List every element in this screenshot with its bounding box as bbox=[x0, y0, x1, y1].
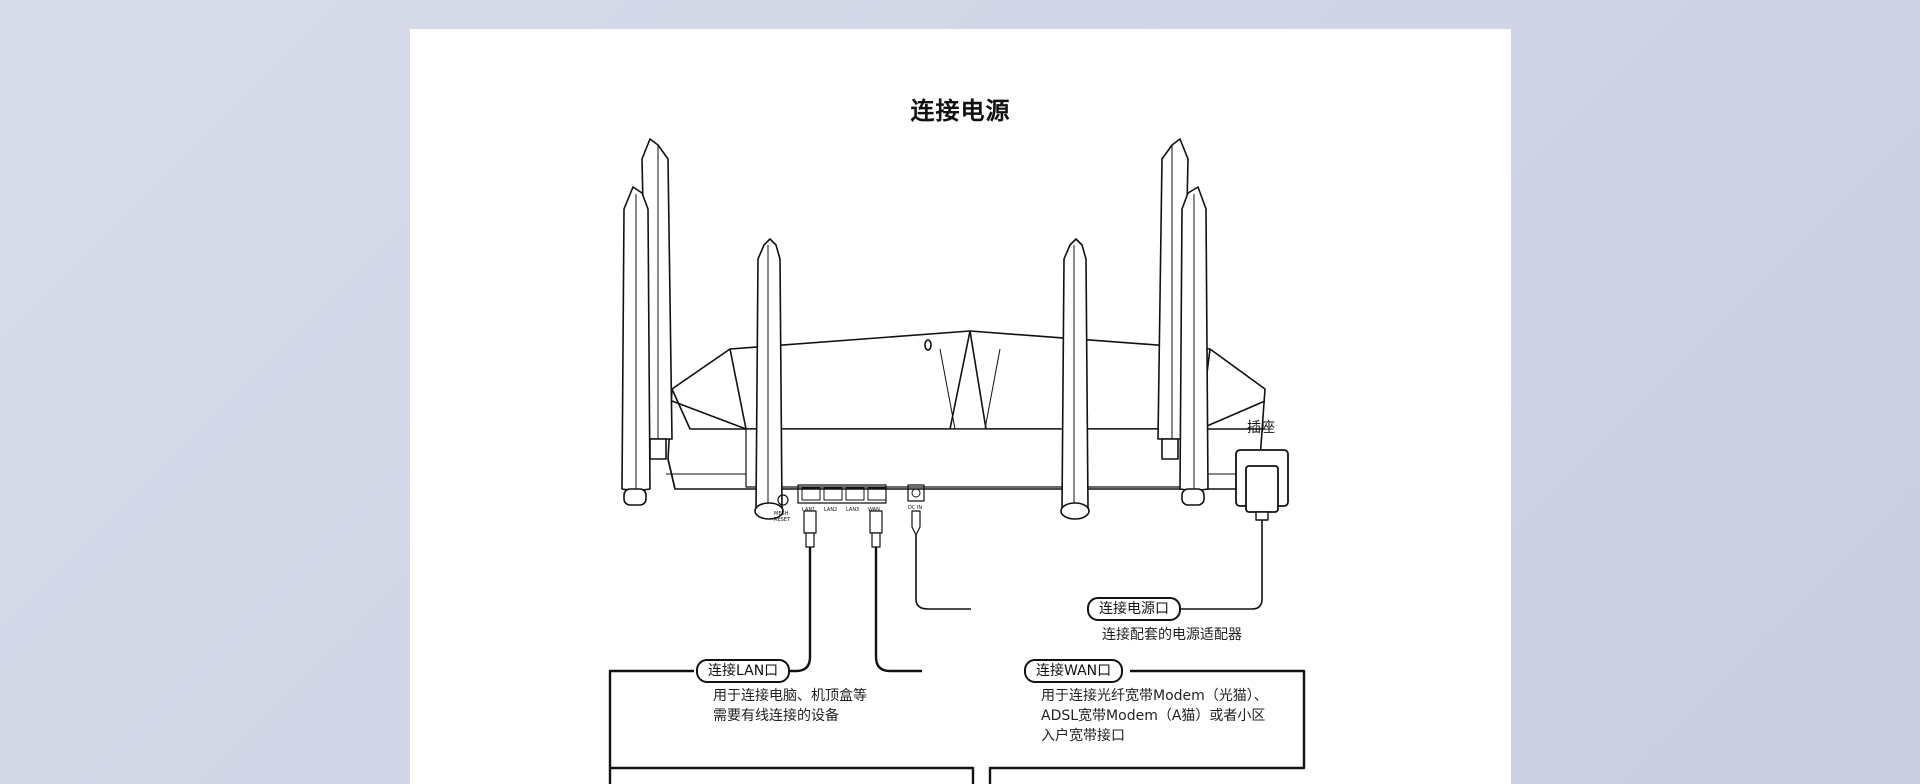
port-wan bbox=[867, 487, 887, 501]
port-label-lan3: LAN3 bbox=[846, 507, 859, 513]
router-connection-diagram: MESH RESET LAN1 LAN2 LAN3 WAN DC IN bbox=[608, 138, 1306, 784]
port-labels: MESH RESET LAN1 LAN2 LAN3 WAN DC IN bbox=[774, 505, 922, 523]
port-label-lan2: LAN2 bbox=[824, 507, 837, 513]
lan-cable bbox=[730, 510, 817, 673]
port-lan3 bbox=[845, 487, 865, 501]
lan-desc-line: 需要有线连接的设备 bbox=[713, 708, 839, 724]
wan-cable bbox=[869, 510, 922, 673]
power-port-label: 连接电源口 bbox=[1087, 597, 1181, 621]
lan-desc-line: 用于连接电脑、机顶盒等 bbox=[713, 688, 867, 704]
lan-port-label: 连接LAN口 bbox=[696, 659, 791, 683]
port-label-mesh: MESH bbox=[774, 511, 789, 517]
power-socket bbox=[1235, 449, 1289, 521]
wan-desc-line: 用于连接光纤宽带Modem（光猫）、 bbox=[1041, 688, 1268, 704]
wan-desc-line: ADSL宽带Modem（A猫）或者小区 bbox=[1041, 708, 1266, 724]
router-ports bbox=[777, 484, 925, 506]
wan-device-frame bbox=[988, 669, 1306, 784]
diagram-title: 连接电源 bbox=[910, 97, 1011, 125]
wan-desc-line: 入户宽带接口 bbox=[1041, 728, 1125, 744]
antenna-left-front bbox=[621, 186, 651, 506]
port-label-reset: RESET bbox=[774, 517, 791, 523]
antenna-center-right bbox=[1060, 238, 1090, 520]
power-port-desc: 连接配套的电源适配器 bbox=[1102, 627, 1242, 643]
router-body bbox=[666, 330, 1266, 490]
manual-page: 连接电源 bbox=[410, 29, 1511, 784]
port-dc-in bbox=[907, 484, 925, 502]
port-label-dc-in: DC IN bbox=[908, 505, 922, 511]
antenna-right-front bbox=[1179, 186, 1209, 506]
wan-port-label: 连接WAN口 bbox=[1024, 659, 1124, 683]
mesh-reset-button bbox=[777, 494, 789, 506]
lan-port-desc: 用于连接电脑、机顶盒等 需要有线连接的设备 bbox=[713, 686, 867, 726]
power-cable bbox=[911, 510, 1263, 610]
port-label-lan1: LAN1 bbox=[802, 507, 815, 513]
port-lan2 bbox=[823, 487, 843, 501]
port-lan1 bbox=[801, 487, 821, 501]
port-label-wan: WAN bbox=[868, 507, 880, 513]
antenna-center-left bbox=[754, 238, 784, 520]
wan-port-desc: 用于连接光纤宽带Modem（光猫）、 ADSL宽带Modem（A猫）或者小区 入… bbox=[1041, 686, 1268, 746]
socket-label: 插座 bbox=[1247, 420, 1275, 436]
lan-device-frame bbox=[608, 669, 975, 784]
